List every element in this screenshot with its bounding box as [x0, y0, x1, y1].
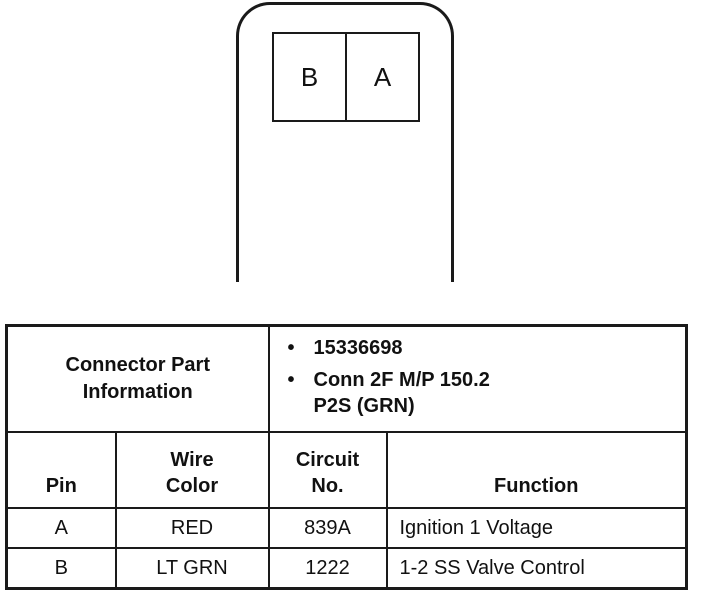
function-cell: 1-2 SS Valve Control — [385, 547, 688, 590]
part-info-label-cell: Connector Part Information — [5, 324, 270, 433]
header-wire-color-line1: Wire — [170, 449, 214, 471]
cavity-a-label: A — [345, 34, 418, 120]
connector-description-item: • Conn 2F M/P 150.2 P2S (GRN) — [288, 367, 686, 419]
connector-description-line2: P2S (GRN) — [313, 395, 415, 417]
table-row: B LT GRN 1222 1-2 SS Valve Control — [5, 547, 688, 590]
header-wire-color: Wire Color — [114, 431, 270, 509]
part-info-label-line1: Connector Part — [65, 354, 210, 376]
header-function: Function — [385, 431, 688, 509]
pin-cell: B — [5, 547, 117, 590]
cavity-b-label: B — [300, 61, 319, 92]
part-number-item: • 15336698 — [288, 335, 686, 361]
header-row: Pin Wire Color Circuit No. Function — [5, 431, 688, 509]
header-circuit-line1: Circuit — [295, 449, 360, 471]
connector-info-table: Connector Part Information • 15336698 • … — [5, 324, 688, 590]
header-function-label: Function — [494, 475, 579, 497]
connector-cavity-block: B A — [272, 32, 420, 122]
circuit-cell: 1222 — [267, 547, 388, 590]
part-info-values-cell: • 15336698 • Conn 2F M/P 150.2 P2S (GRN) — [267, 324, 688, 433]
connector-description-line1: Conn 2F M/P 150.2 — [313, 369, 490, 391]
header-wire-color-line2: Color — [165, 475, 219, 497]
header-pin: Pin — [5, 431, 117, 509]
wire-color-cell: LT GRN — [114, 547, 270, 590]
pin-cell: A — [5, 507, 117, 549]
circuit-cell: 839A — [267, 507, 388, 549]
part-number: 15336698 — [313, 337, 403, 359]
part-info-row: Connector Part Information • 15336698 • … — [5, 324, 688, 433]
header-circuit-line2: No. — [311, 475, 344, 497]
bullet-icon: • — [287, 337, 295, 359]
part-info-label-line2: Information — [82, 381, 193, 403]
header-circuit: Circuit No. — [267, 431, 388, 509]
table-row: A RED 839A Ignition 1 Voltage — [5, 507, 688, 549]
bullet-icon: • — [287, 369, 295, 391]
wire-color-cell: RED — [114, 507, 270, 549]
function-cell: Ignition 1 Voltage — [385, 507, 688, 549]
connector-housing — [236, 2, 454, 282]
header-pin-label: Pin — [45, 475, 77, 497]
